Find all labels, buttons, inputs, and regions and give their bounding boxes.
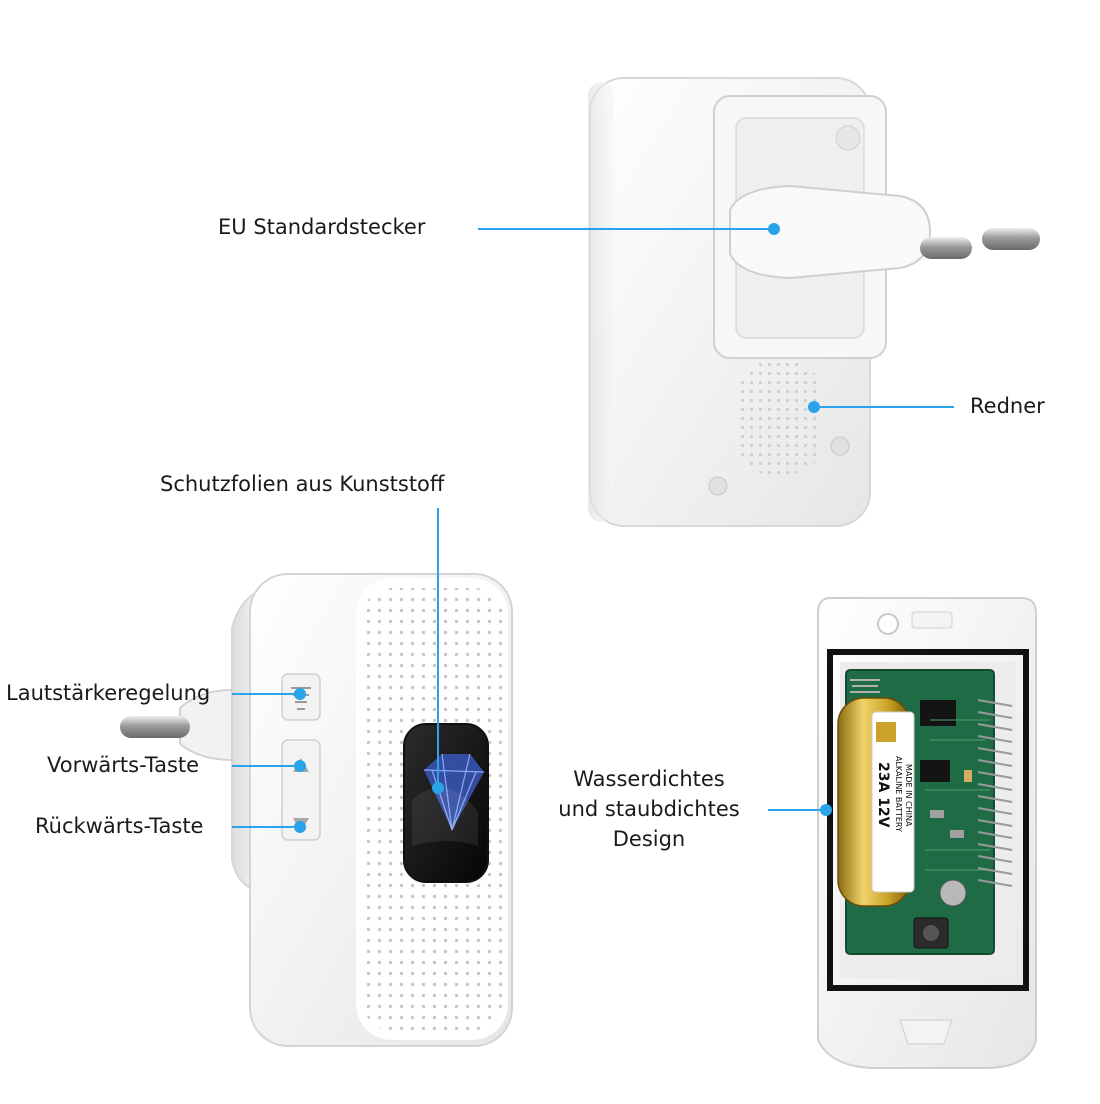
callout-speaker-dot: [808, 401, 820, 413]
eu-plug-pin-1: [920, 237, 972, 259]
battery-label: [871, 711, 915, 893]
mount-hole-left: [708, 476, 728, 496]
callout-dots: [294, 223, 832, 833]
push-button-cap: [923, 925, 939, 941]
label-backward: Rückwärts-Taste: [35, 814, 204, 838]
label-forward: Vorwärts-Taste: [47, 753, 200, 777]
callout-volume-dot: [294, 688, 306, 700]
front-plug-pin: [120, 716, 190, 738]
receiver-rear-side: [588, 82, 614, 522]
callouts: [232, 228, 954, 828]
transmitter-gasket: [827, 649, 1029, 991]
receiver-front: [120, 573, 513, 1047]
transmitter: 23A 12V ALKALINE BATTERY MADE IN CHINA: [817, 597, 1037, 1069]
plug-logo-mark: [835, 125, 861, 151]
mount-hole-right: [830, 436, 850, 456]
front-plug-body: [179, 688, 233, 762]
callout-forward-dot: [294, 760, 306, 772]
label-waterproof-line-3: Design: [612, 827, 686, 851]
top-latch: [911, 611, 953, 629]
label-waterproof: Wasserdichtes und staubdichtes Design: [536, 764, 762, 854]
battery: 23A 12V ALKALINE BATTERY MADE IN CHINA: [837, 697, 915, 907]
label-speaker: Redner: [970, 394, 1045, 418]
battery-spring: [850, 679, 880, 693]
label-eu-plug: EU Standardstecker: [218, 215, 426, 239]
antenna-spring: [977, 699, 1013, 887]
callout-film-dot: [432, 782, 444, 794]
label-protective-film: Schutzfolien aus Kunststoff: [160, 472, 445, 496]
battery-logo: [876, 722, 896, 742]
eu-plug-body: [729, 184, 932, 280]
callout-waterproof-dot: [820, 804, 832, 816]
eu-plug-pin-2: [982, 228, 1040, 250]
battery-model-text: 23A 12V: [875, 762, 891, 828]
label-volume: Lautstärkeregelung: [6, 681, 211, 705]
battery-brand-text: ALKALINE BATTERY: [894, 756, 903, 832]
bottom-latch: [899, 1019, 953, 1045]
pcb-components: [920, 700, 990, 907]
label-waterproof-line-2: und staubdichtes: [558, 797, 740, 821]
callout-backward-dot: [294, 821, 306, 833]
receiver-rear: [588, 77, 1040, 527]
battery-origin-text: MADE IN CHINA: [904, 764, 913, 827]
top-screw-hole: [877, 613, 899, 635]
callout-eu-plug-dot: [768, 223, 780, 235]
label-waterproof-line-1: Wasserdichtes: [573, 767, 725, 791]
speaker-grille: [740, 362, 820, 474]
